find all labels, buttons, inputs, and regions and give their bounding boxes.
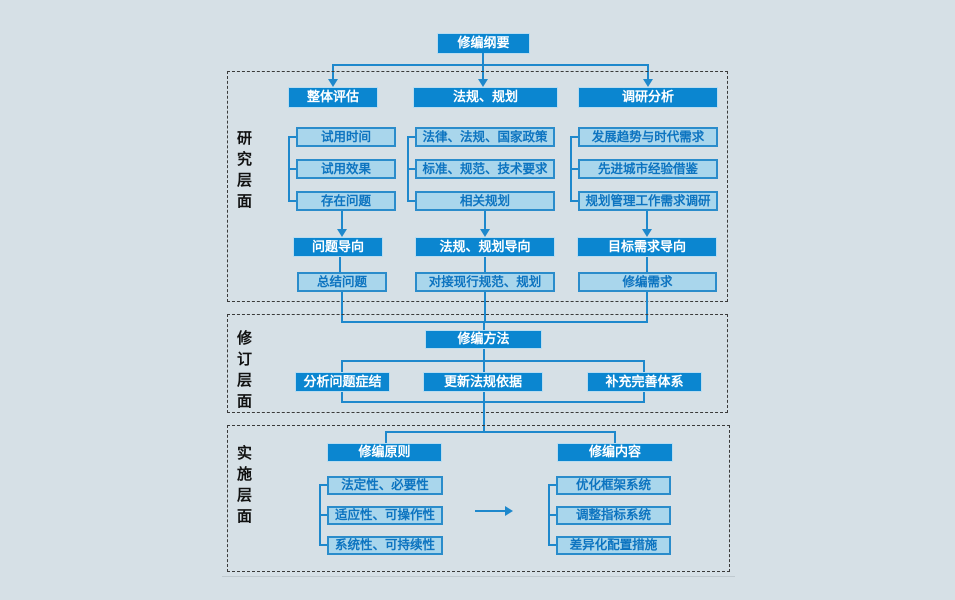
connector-line	[483, 321, 485, 330]
connector-line	[484, 211, 486, 229]
node-revision-method: 修编方法	[425, 330, 542, 349]
bracket-line	[319, 544, 327, 546]
node-existing-problems: 存在问题	[296, 191, 396, 211]
node-optimize-framework: 优化框架系统	[556, 476, 671, 495]
bracket-line	[407, 136, 415, 138]
connector-line	[483, 360, 485, 372]
bracket-line	[288, 168, 296, 170]
connector-line	[385, 431, 387, 443]
connector-line	[341, 211, 343, 229]
node-update-legal-basis: 更新法规依据	[423, 372, 543, 392]
node-development-trends: 发展趋势与时代需求	[578, 127, 718, 147]
bracket-line	[570, 136, 578, 138]
connector-line	[646, 292, 648, 323]
connector-line	[341, 360, 343, 372]
node-laws-policies: 法律、法规、国家政策	[415, 127, 555, 147]
connector-line	[341, 401, 645, 403]
connector-line	[483, 392, 485, 403]
node-adjust-indicators: 调整指标系统	[556, 506, 671, 525]
node-city-experience: 先进城市经验借鉴	[578, 159, 718, 179]
node-adaptability-operability: 适应性、可操作性	[327, 506, 443, 525]
node-revision-content: 修编内容	[557, 443, 673, 462]
bracket-line	[548, 484, 556, 486]
node-trial-effect: 试用效果	[296, 159, 396, 179]
bracket-line	[548, 544, 556, 546]
section-research-layer	[227, 71, 728, 302]
arrow-right-icon	[505, 506, 513, 516]
connector-line	[341, 321, 648, 323]
node-laws-plans: 法规、规划	[413, 87, 558, 108]
node-differentiated-measures: 差异化配置措施	[556, 536, 671, 555]
node-overall-evaluation: 整体评估	[288, 87, 378, 108]
node-revision-demand: 修编需求	[578, 272, 717, 292]
connector-line	[484, 292, 486, 323]
section-implementation-layer	[227, 425, 730, 572]
section-label-implementation: 实施层面	[235, 445, 253, 529]
bracket-line	[319, 514, 327, 516]
arrow-down-icon	[643, 79, 653, 87]
bracket-line	[288, 136, 296, 138]
node-research-analysis: 调研分析	[578, 87, 718, 108]
node-align-current-standards: 对接现行规范、规划	[415, 272, 555, 292]
node-problem-oriented: 问题导向	[293, 237, 383, 257]
node-related-plans: 相关规划	[415, 191, 555, 211]
section-label-revision: 修订层面	[235, 330, 253, 414]
connector-line	[646, 211, 648, 229]
connector-line	[484, 257, 486, 272]
connector-line	[643, 392, 645, 403]
bracket-line	[548, 514, 556, 516]
arrow-down-icon	[642, 229, 652, 237]
connector-line	[333, 64, 649, 66]
divider-line	[222, 576, 735, 577]
node-systematic-sustainable: 系统性、可持续性	[327, 536, 443, 555]
connector-line	[341, 292, 343, 323]
node-regulation-oriented: 法规、规划导向	[415, 237, 555, 257]
node-revision-principles: 修编原则	[327, 443, 442, 462]
connector-line	[339, 257, 341, 272]
connector-line	[482, 53, 484, 66]
connector-line	[483, 349, 485, 362]
bracket-line	[570, 200, 578, 202]
bracket-line	[407, 168, 415, 170]
arrow-down-icon	[337, 229, 347, 237]
section-label-research: 研究层面	[235, 130, 253, 214]
node-revision-outline: 修编纲要	[437, 33, 530, 54]
arrow-down-icon	[480, 229, 490, 237]
bracket-line	[407, 200, 415, 202]
node-management-research: 规划管理工作需求调研	[578, 191, 718, 211]
connector-line	[385, 431, 616, 433]
connector-line	[341, 360, 645, 362]
arrow-down-icon	[478, 79, 488, 87]
connector-line	[614, 431, 616, 443]
connector-line	[646, 257, 648, 272]
connector-line	[482, 66, 484, 79]
connector-line	[475, 510, 505, 512]
bracket-line	[319, 484, 327, 486]
node-improve-system: 补充完善体系	[587, 372, 702, 392]
connector-line	[341, 392, 343, 403]
section-revision-layer	[227, 314, 728, 413]
arrow-down-icon	[328, 79, 338, 87]
bracket-line	[570, 168, 578, 170]
node-standards-requirements: 标准、规范、技术要求	[415, 159, 555, 179]
node-summarize-problems: 总结问题	[297, 272, 387, 292]
connector-line	[643, 360, 645, 372]
bracket-line	[288, 200, 296, 202]
node-trial-time: 试用时间	[296, 127, 396, 147]
node-analyze-problem-crux: 分析问题症结	[295, 372, 390, 392]
node-goal-demand-oriented: 目标需求导向	[577, 237, 717, 257]
connector-line	[483, 401, 485, 432]
node-legality-necessity: 法定性、必要性	[327, 476, 443, 495]
